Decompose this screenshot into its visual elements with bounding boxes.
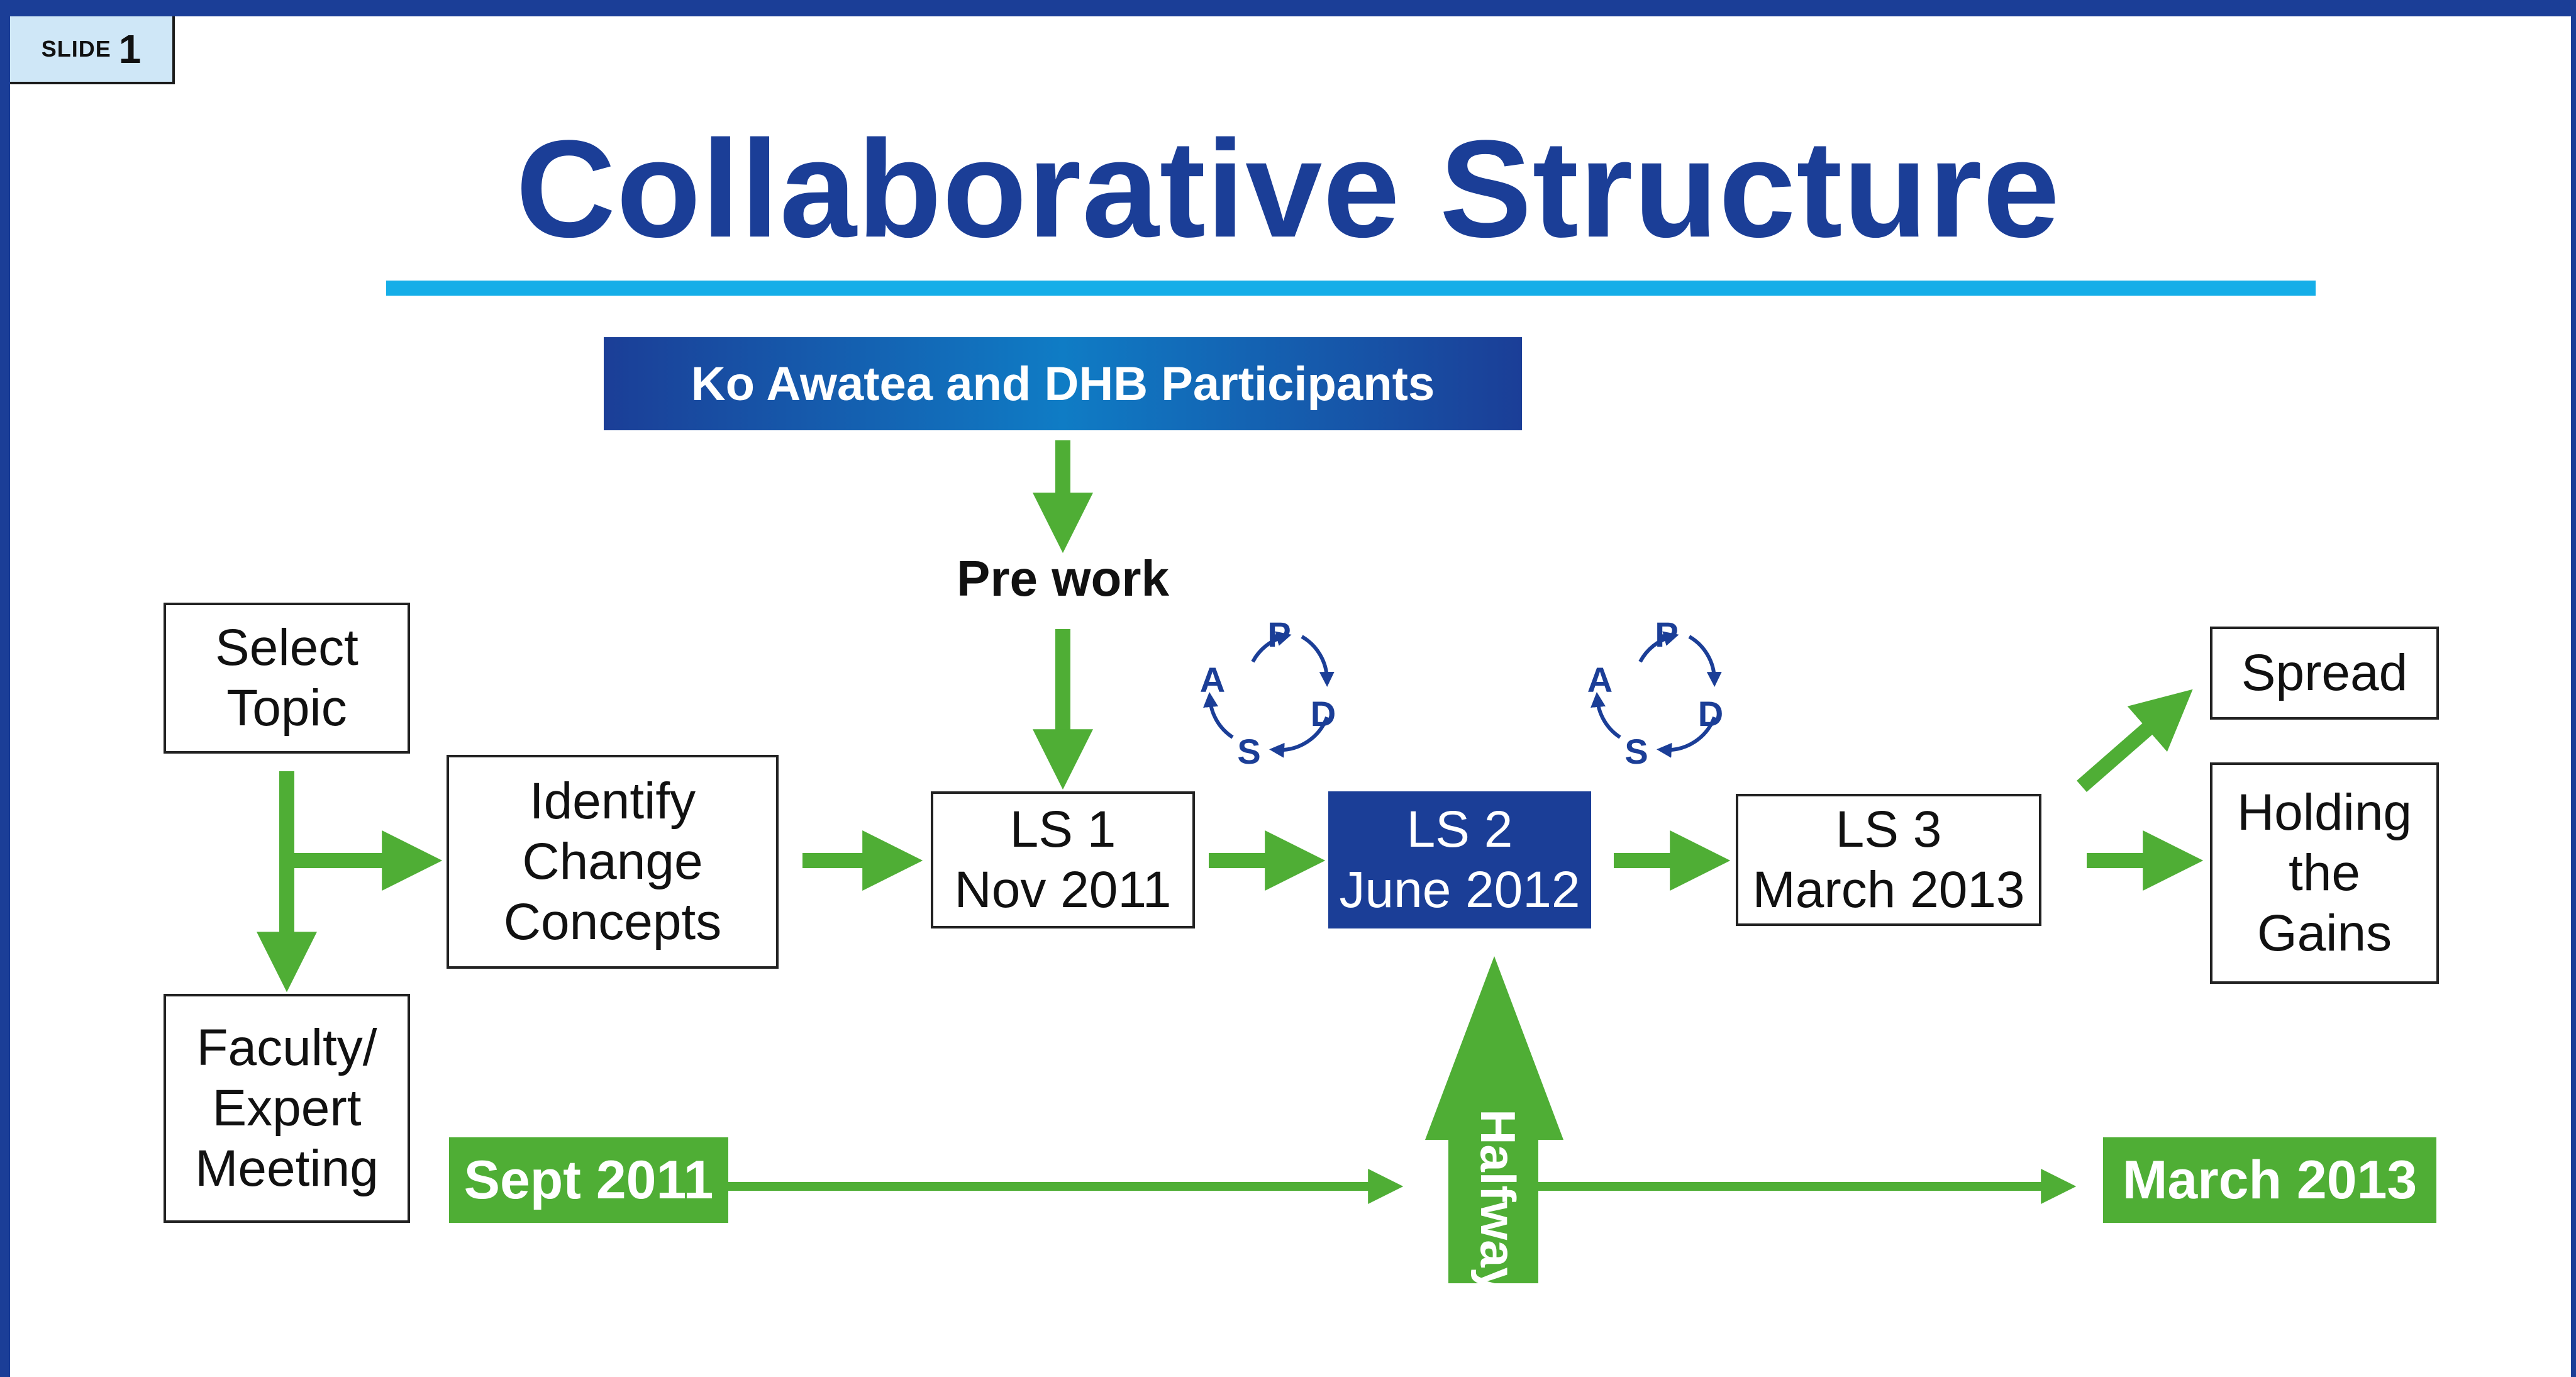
ls2-text: LS 2 June 2012 [1339, 801, 1580, 918]
pdsa-letter-d: D [1698, 694, 1723, 733]
faculty-meeting-box: Faculty/ Expert Meeting [164, 994, 410, 1223]
select-topic-box: Select Topic [164, 603, 410, 754]
halfway-up-arrow [1425, 956, 1563, 1283]
pdsa-letter-p: P [1267, 615, 1291, 654]
faculty-meeting-text: Faculty/ Expert Meeting [195, 1019, 379, 1197]
select-topic-text: Select Topic [215, 619, 358, 737]
ls1-text: LS 1 Nov 2011 [954, 801, 1172, 918]
identify-change-concepts-text: Identify Change Concepts [503, 772, 722, 951]
halfway-label: Halfway [1426, 1107, 1568, 1296]
pdsa-letter-s: S [1237, 732, 1260, 771]
pdsa-letter-p: P [1655, 615, 1678, 654]
ls2-box: LS 2 June 2012 [1328, 791, 1591, 928]
halfway-label-text: Halfway [1470, 1108, 1526, 1295]
slide-tag-number: 1 [118, 26, 142, 72]
ls1-box: LS 1 Nov 2011 [931, 791, 1195, 928]
title-underline [386, 281, 2316, 296]
pdsa-letter-d: D [1311, 694, 1336, 733]
ls3-box: LS 3 March 2013 [1736, 794, 2041, 926]
slide-tag-word: SLIDE [41, 36, 111, 62]
pdsa-cycle-ls2-ls3: P D S A [1587, 615, 1723, 771]
ls3-to-spread-arrow [2077, 689, 2193, 793]
prework-label: Pre work [957, 550, 1169, 606]
timeline-start-label: Sept 2011 [449, 1137, 728, 1223]
pdsa-letter-a: A [1200, 660, 1225, 700]
spread-text: Spread [2241, 644, 2408, 702]
participants-banner: Ko Awatea and DHB Participants [604, 337, 1522, 430]
spread-box: Spread [2210, 627, 2439, 720]
ls3-text: LS 3 March 2013 [1752, 801, 2025, 918]
holding-gains-text: Holding the Gains [2236, 784, 2412, 962]
pdsa-cycle-ls1-ls2: P D S A [1200, 615, 1336, 771]
holding-gains-box: Holding the Gains [2210, 762, 2439, 984]
slide-frame-left [0, 0, 10, 1377]
slide-number-tag: SLIDE 1 [10, 16, 175, 84]
timeline-end-label: March 2013 [2103, 1137, 2436, 1223]
pdsa-letter-s: S [1624, 732, 1648, 771]
slide-title: Collaborative Structure [516, 111, 2060, 266]
slide-frame-right [2571, 0, 2576, 1377]
slide-frame-top [0, 0, 2576, 16]
identify-change-concepts-box: Identify Change Concepts [447, 755, 779, 969]
pdsa-letter-a: A [1587, 660, 1613, 700]
